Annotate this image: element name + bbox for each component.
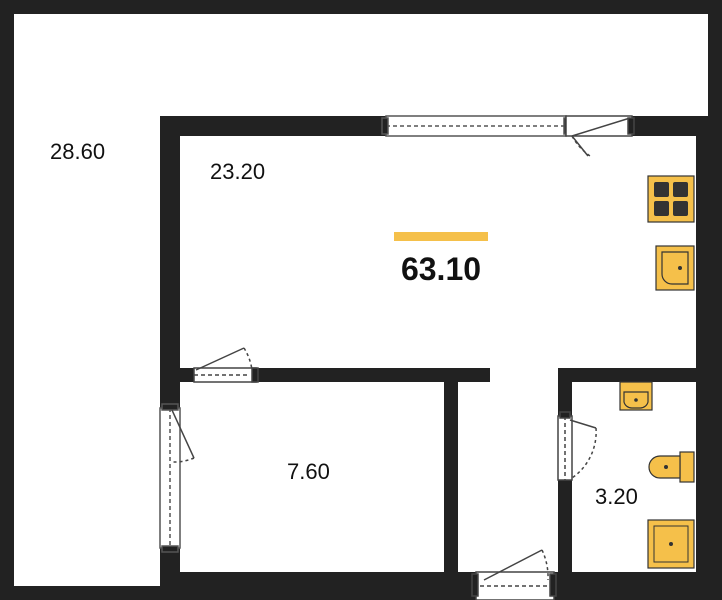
living-area-label: 23.20 — [210, 159, 265, 184]
toilet-icon — [648, 451, 695, 483]
terrace-area-label: 28.60 — [50, 139, 105, 164]
shower-tray-icon — [647, 519, 695, 569]
total-area-accent-bar — [394, 232, 488, 241]
window-top — [381, 115, 571, 137]
bathroom-area-label: 3.20 — [595, 484, 638, 509]
interior-walls — [160, 116, 708, 600]
entrance-door[interactable] — [471, 549, 557, 600]
bedroom-area-label: 7.60 — [287, 459, 330, 484]
total-area-label: 63.10 — [401, 251, 481, 287]
stove-icon — [647, 175, 695, 223]
window-left — [159, 403, 181, 553]
balcony-door[interactable] — [565, 115, 635, 157]
bathroom-door[interactable] — [557, 411, 597, 481]
kitchen-sink-icon — [655, 245, 695, 291]
terrace-door[interactable] — [171, 409, 195, 463]
bedroom-door[interactable] — [193, 347, 259, 383]
washbasin-icon — [619, 381, 653, 411]
